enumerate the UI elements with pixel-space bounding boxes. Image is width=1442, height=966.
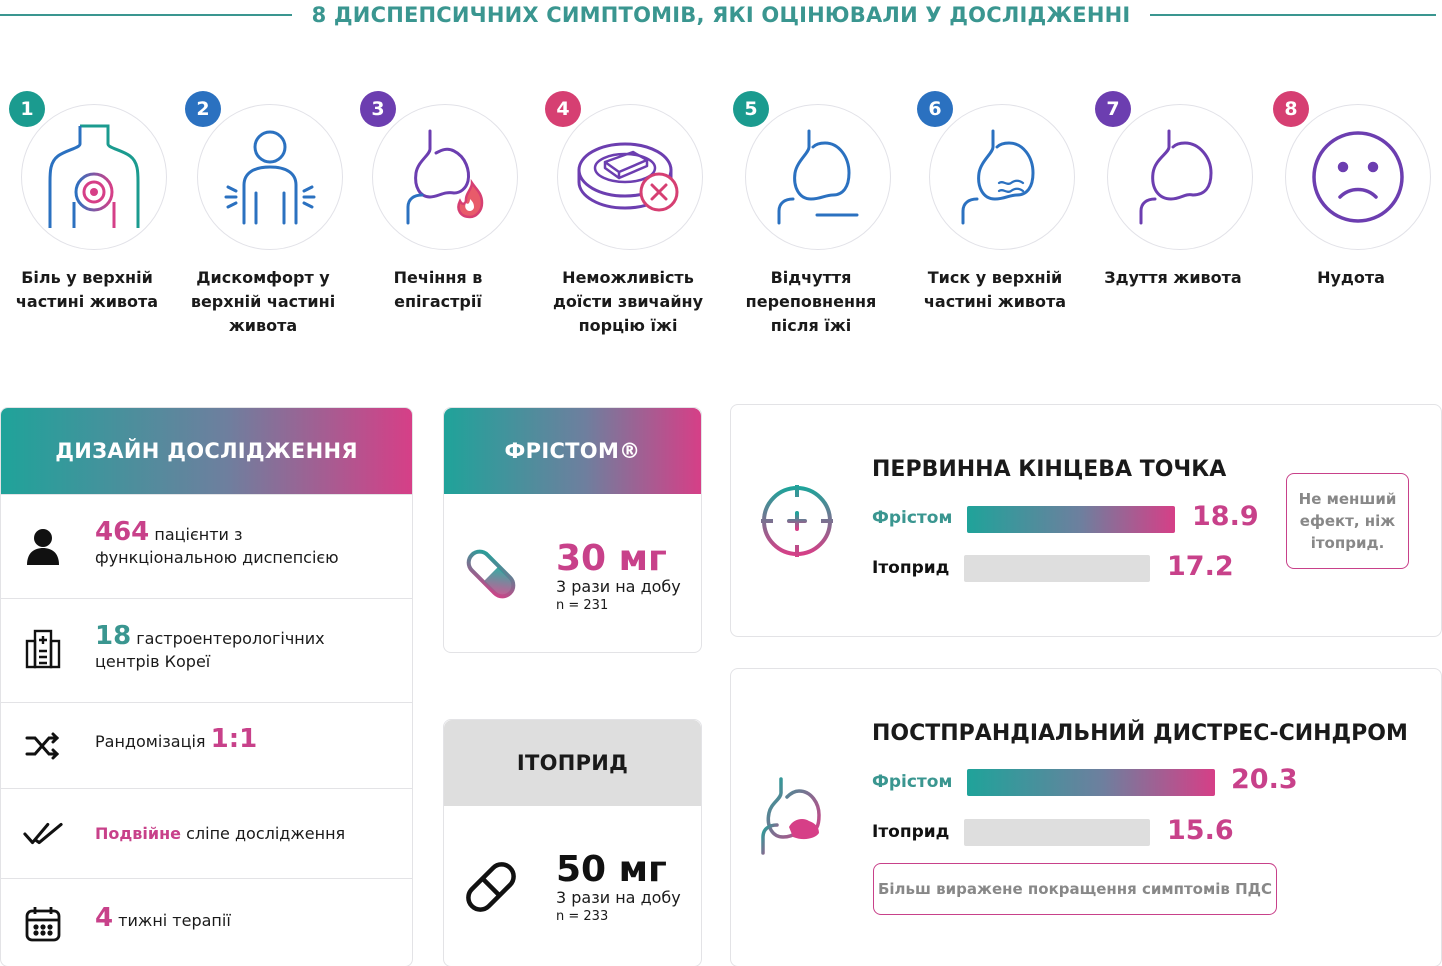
pds-label-itoprid: Ітоприд	[872, 822, 950, 842]
duration-text: тижні терапії	[113, 911, 231, 930]
calendar-icon	[23, 904, 63, 944]
symptom-label: Дискомфорт у верхній частині живота	[190, 268, 336, 335]
page-title: 8 ДИСПЕПСИЧНИХ СИМПТОМІВ, ЯКІ ОЦІНЮВАЛИ …	[311, 3, 1131, 27]
randomization-value: 1:1	[210, 724, 258, 754]
pds-bar-fristom	[967, 769, 1215, 796]
fristom-title: ФРІСТОМ®	[444, 408, 701, 494]
primary-endpoint-card: ПЕРВИННА КІНЦЕВА ТОЧКА Фрістом 18.9 Ітоп…	[730, 404, 1442, 637]
fristom-n: n = 231	[556, 598, 609, 613]
duration-count: 4	[95, 903, 114, 933]
fristom-card: ФРІСТОМ® 30 мг 3 рази на добу n = 231	[443, 407, 702, 653]
itoprid-title: ІТОПРИД	[444, 720, 701, 806]
capsule-icon	[462, 543, 520, 609]
stomach-pressure-icon	[929, 104, 1075, 250]
primary-bar-itoprid	[964, 555, 1150, 582]
symptom-label: Нудота	[1317, 268, 1385, 287]
person-icon	[23, 527, 63, 567]
patients-count: 464	[95, 517, 150, 547]
itoprid-dose: 50 мг	[556, 849, 667, 890]
study-design-card: ДИЗАЙН ДОСЛІДЖЕННЯ 464 пацієнти з функці…	[0, 407, 413, 966]
header-line-right	[1150, 14, 1436, 16]
primary-value-itoprid: 17.2	[1167, 551, 1234, 582]
symptom-label: Біль у верхній частині живота	[15, 268, 159, 311]
symptom-number: 2	[185, 91, 221, 127]
pds-card: ПОСТПРАНДІАЛЬНИЙ ДИСТРЕС-СИНДРОМ Фрістом…	[730, 668, 1442, 966]
symptom-label: Печіння в епігастрії	[393, 268, 483, 311]
study-design-title: ДИЗАЙН ДОСЛІДЖЕННЯ	[1, 408, 412, 494]
sad-face-icon	[1285, 104, 1431, 250]
stomach-icon	[759, 775, 835, 859]
torso-pain-icon	[21, 104, 167, 250]
symptom-number: 1	[9, 91, 45, 127]
symptom-number: 5	[733, 91, 769, 127]
symptom-label: Відчуття переповнення після їжі	[745, 268, 877, 335]
target-icon	[759, 483, 835, 563]
plate-no-food-icon	[557, 104, 703, 250]
stomach-burning-icon	[372, 104, 518, 250]
pds-value-itoprid: 15.6	[1167, 815, 1234, 846]
centers-text-2: центрів Кореї	[95, 652, 211, 671]
primary-note: Не менший ефект, ніж ітоприд.	[1286, 473, 1409, 569]
pds-bar-itoprid	[964, 819, 1150, 846]
design-row-blind: Подвійне сліпе дослідження	[1, 788, 412, 878]
stomach-full-icon	[745, 104, 891, 250]
design-row-duration: 4 тижні терапії	[1, 878, 412, 966]
primary-label-itoprid: Ітоприд	[872, 558, 950, 578]
symptom-number: 8	[1273, 91, 1309, 127]
centers-count: 18	[95, 621, 132, 651]
blind-text: сліпе дослідження	[181, 824, 346, 843]
symptom-number: 3	[360, 91, 396, 127]
header-line-left	[0, 14, 292, 16]
pds-value-fristom: 20.3	[1231, 764, 1298, 795]
symptom-number: 4	[545, 91, 581, 127]
primary-endpoint-title: ПЕРВИННА КІНЦЕВА ТОЧКА	[872, 457, 1227, 482]
design-row-randomization: Рандомізація 1:1	[1, 702, 412, 788]
double-check-icon	[23, 814, 63, 854]
symptom-label: Здуття живота	[1104, 268, 1242, 287]
design-row-centers: 18 гастроентерологічних центрів Кореї	[1, 598, 412, 702]
itoprid-n: n = 233	[556, 909, 609, 924]
person-discomfort-icon	[197, 104, 343, 250]
primary-label-fristom: Фрістом	[872, 508, 953, 528]
pds-title: ПОСТПРАНДІАЛЬНИЙ ДИСТРЕС-СИНДРОМ	[872, 721, 1408, 746]
symptom-label: Тиск у верхній частині живота	[923, 268, 1067, 311]
patients-text-2: функціональною диспепсією	[95, 548, 339, 567]
itoprid-card: ІТОПРИД 50 мг 3 рази на добу n = 233	[443, 719, 702, 966]
design-row-patients: 464 пацієнти з функціональною диспепсією	[1, 494, 412, 598]
pill-icon	[462, 856, 520, 922]
primary-bar-fristom	[967, 506, 1175, 533]
pds-label-fristom: Фрістом	[872, 772, 953, 792]
itoprid-frequency: 3 рази на добу	[556, 888, 681, 907]
pds-note: Більш виражене покращення симптомів ПДС	[873, 863, 1277, 915]
patients-text-1: пацієнти з	[149, 525, 243, 544]
fristom-dose: 30 мг	[556, 538, 667, 579]
stomach-bloating-icon	[1107, 104, 1253, 250]
symptom-number: 7	[1095, 91, 1131, 127]
randomization-text: Рандомізація	[95, 732, 211, 751]
primary-value-fristom: 18.9	[1192, 501, 1259, 532]
blind-highlight: Подвійне	[95, 824, 182, 843]
symptom-label: Неможливість доїсти звичайну порцію їжі	[552, 268, 704, 335]
centers-text-1: гастроентерологічних	[131, 629, 325, 648]
fristom-frequency: 3 рази на добу	[556, 577, 681, 596]
shuffle-icon	[23, 726, 63, 766]
symptom-number: 6	[917, 91, 953, 127]
hospital-icon	[23, 629, 63, 669]
